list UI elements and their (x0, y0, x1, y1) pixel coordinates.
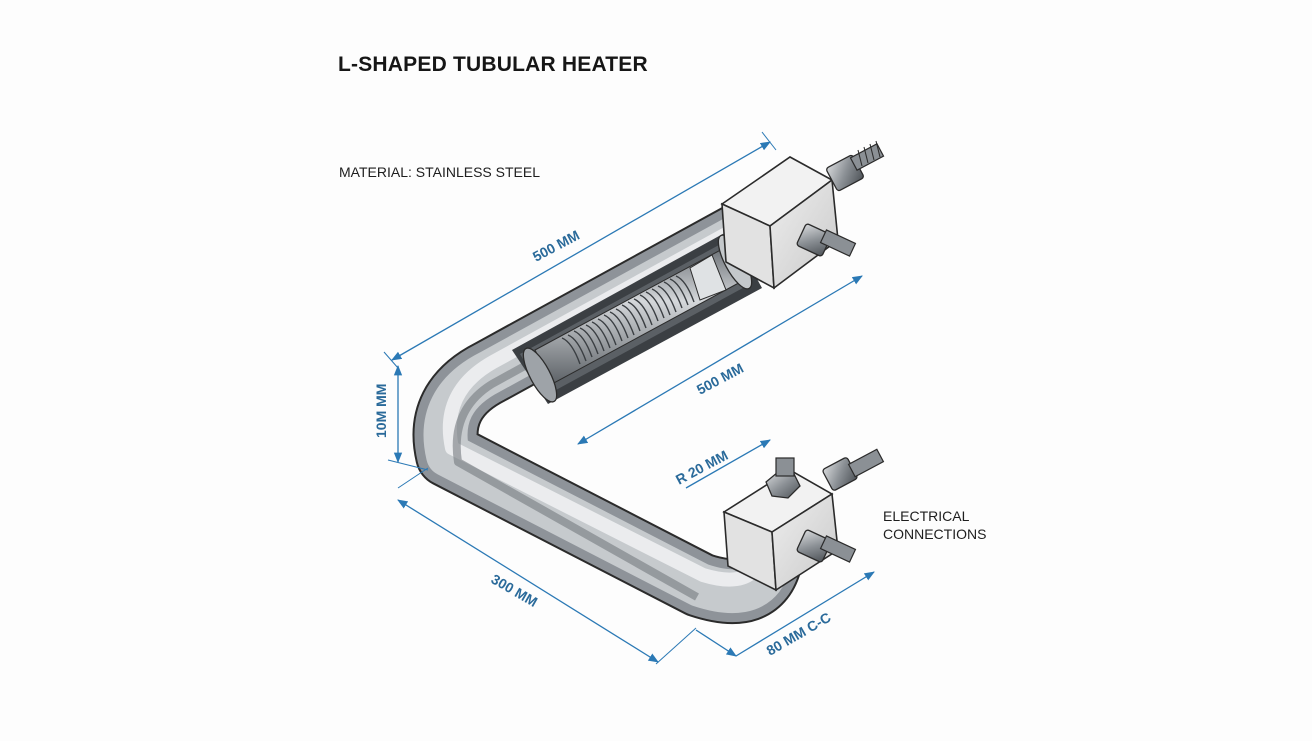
dim-bottom-length: 300 MM (489, 571, 541, 610)
callout-line-1: ELECTRICAL (883, 508, 970, 524)
top-terminal-block (720, 140, 885, 290)
drawing-title: L-SHAPED TUBULAR HEATER (338, 53, 648, 76)
dimension-lines (383, 131, 875, 665)
dim-terminal-spacing: 80 MM C-C (764, 609, 834, 659)
material-note: MATERIAL: STAINLESS STEEL (339, 164, 540, 180)
heater-tube (412, 203, 803, 625)
dim-top-length: 500 MM (530, 227, 582, 265)
callout-electrical-connections: ELECTRICAL CONNECTIONS (883, 507, 986, 543)
bottom-terminal-block (722, 448, 885, 592)
dim-diameter: 10M MM (373, 384, 389, 438)
callout-line-2: CONNECTIONS (883, 526, 987, 542)
dim-inner-length: 500 MM (694, 360, 746, 398)
